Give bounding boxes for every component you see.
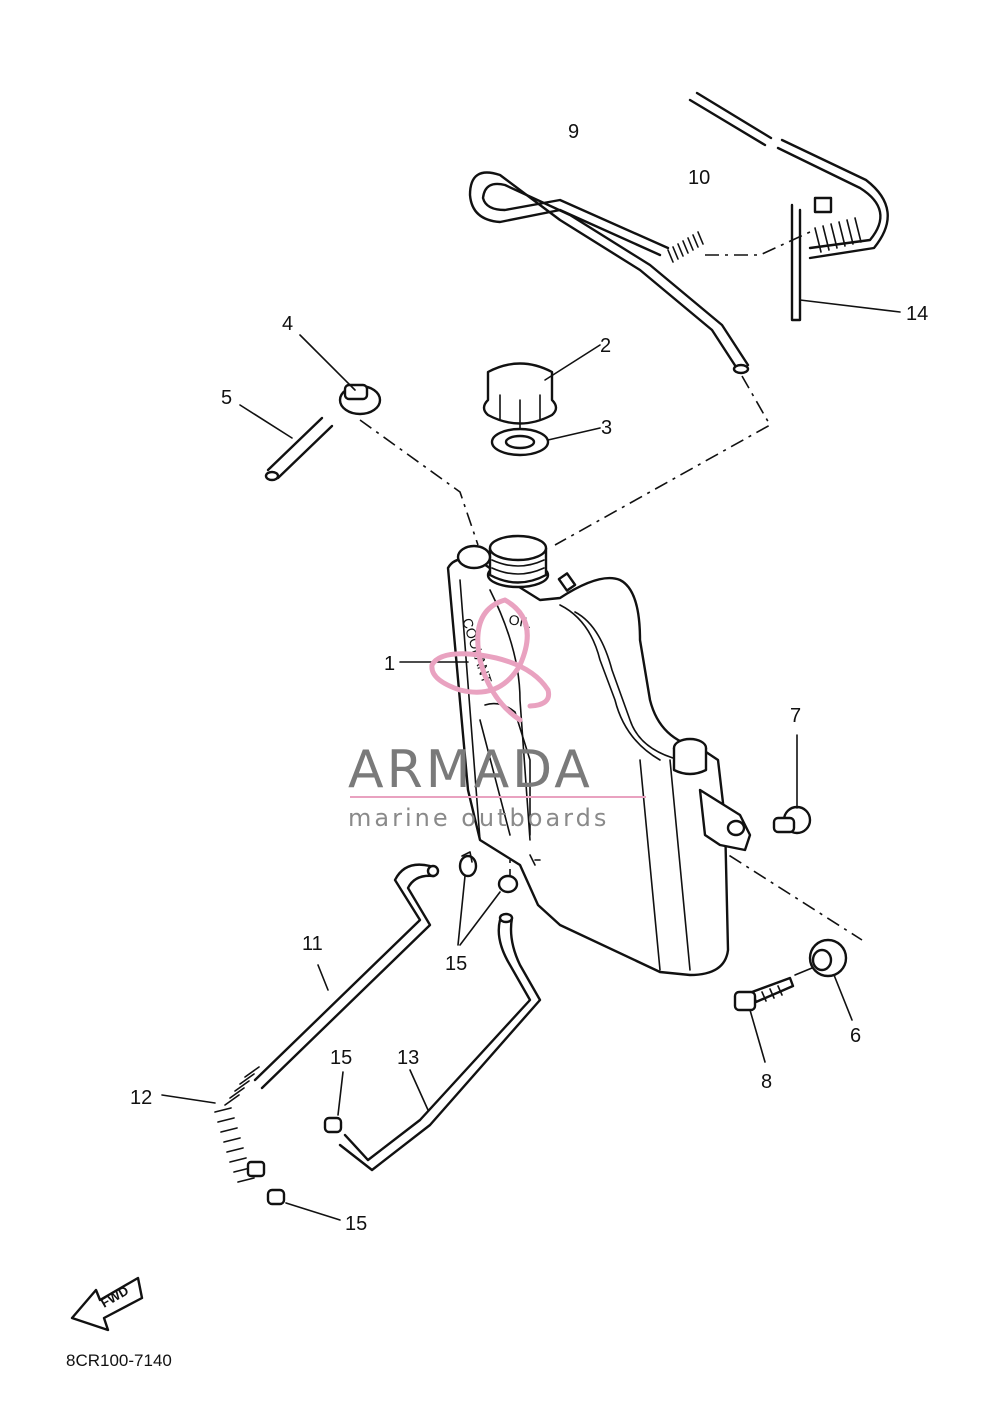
callout-13: 13 bbox=[397, 1047, 419, 1069]
leader-15-pair bbox=[457, 875, 501, 946]
grommet-6 bbox=[808, 938, 853, 1021]
hose-14-upper bbox=[688, 91, 889, 260]
callout-6: 6 bbox=[850, 1025, 861, 1047]
callout-1: 1 bbox=[384, 653, 395, 675]
hose-11 bbox=[253, 863, 440, 1090]
callout-5: 5 bbox=[221, 387, 232, 409]
clip-14 bbox=[790, 196, 901, 322]
callout-7: 7 bbox=[790, 705, 801, 727]
callout-12: 12 bbox=[130, 1087, 152, 1109]
part-code: 8CR100-7140 bbox=[66, 1351, 172, 1370]
hose-9 bbox=[468, 171, 750, 375]
bolt-8 bbox=[733, 967, 813, 1063]
callout-15-b: 15 bbox=[330, 1047, 352, 1069]
filler-cap-2 bbox=[482, 344, 601, 429]
grommet-7 bbox=[772, 734, 812, 835]
callout-9: 9 bbox=[568, 121, 579, 143]
gasket-3 bbox=[490, 427, 601, 457]
leader-hose9 bbox=[554, 375, 772, 546]
callout-4: 4 bbox=[282, 313, 293, 335]
cap-4 bbox=[299, 334, 382, 416]
watermark-tagline: marine outboards bbox=[348, 804, 609, 832]
watermark-brand: ARMADA bbox=[348, 740, 593, 800]
clamp-15-d bbox=[266, 1188, 341, 1221]
leader-grommet bbox=[704, 839, 863, 941]
hose-10-spring bbox=[667, 231, 811, 263]
clamp-15-b bbox=[497, 874, 519, 894]
callout-15-a: 15 bbox=[445, 953, 467, 975]
callout-14: 14 bbox=[906, 303, 928, 325]
leader-cap4 bbox=[359, 419, 479, 546]
callout-2: 2 bbox=[600, 335, 611, 357]
watermark-rule bbox=[350, 796, 646, 798]
clamp-15-a bbox=[458, 851, 478, 878]
callout-8: 8 bbox=[761, 1071, 772, 1093]
spring-12 bbox=[161, 1066, 266, 1183]
callout-15-c: 15 bbox=[345, 1213, 367, 1235]
hose-13 bbox=[338, 912, 542, 1172]
tube-5 bbox=[239, 404, 334, 482]
fwd-arrow-icon: FWD bbox=[70, 1276, 144, 1332]
callout-11: 11 bbox=[302, 933, 323, 955]
armada-watermark: ARMADA marine outboards bbox=[348, 597, 646, 832]
callout-10: 10 bbox=[688, 167, 710, 189]
clamp-15-c bbox=[323, 1071, 344, 1134]
callout-3: 3 bbox=[601, 417, 612, 439]
